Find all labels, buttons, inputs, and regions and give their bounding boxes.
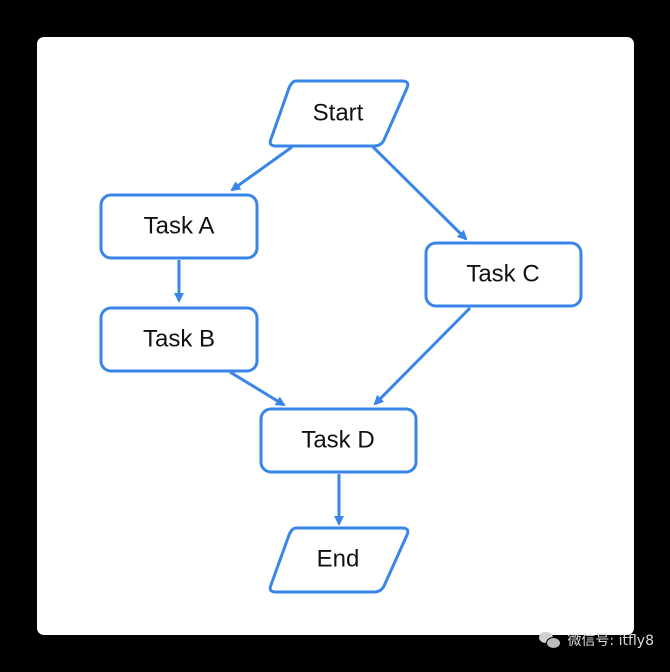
edge-task-c-task-d [373, 306, 472, 406]
wechat-icon [539, 631, 562, 649]
node-end [268, 526, 410, 594]
node-task-d-label: Task D [301, 426, 374, 453]
edge-start-task-c [371, 145, 468, 241]
node-end-label: End [317, 545, 360, 572]
node-task-c [424, 241, 583, 308]
node-start [268, 79, 410, 148]
node-task-c-label: Task C [466, 260, 539, 287]
edge-start-task-a [230, 145, 293, 192]
node-start-label: Start [313, 99, 364, 126]
watermark-text: 微信号: itfly8 [567, 633, 654, 649]
watermark: 微信号: itfly8 [539, 630, 654, 650]
node-task-d [259, 407, 418, 474]
node-task-a-label: Task A [144, 212, 215, 239]
node-task-b [99, 306, 259, 373]
node-task-a [99, 193, 259, 260]
edge-task-b-task-d [229, 370, 286, 407]
node-task-b-label: Task B [143, 325, 215, 352]
